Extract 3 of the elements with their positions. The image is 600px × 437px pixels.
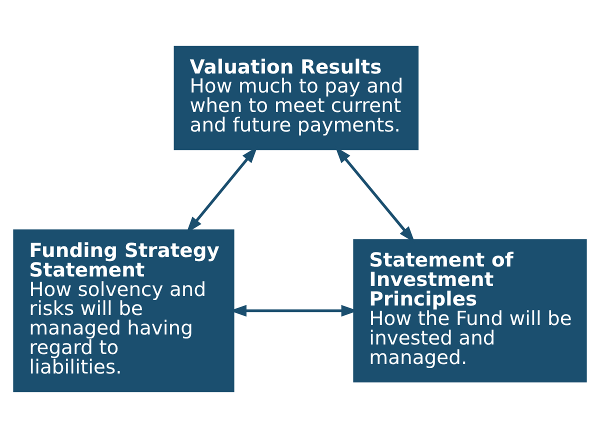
node-box: Statement of Investment Principles How the Fund will be invested and managed.: [353, 238, 587, 382]
node-box: Valuation Results How much to pay and when to meet current and future payments.: [174, 45, 419, 150]
node-box: Funding Strategy Statement How solvency and risks will be managed having regard to liabilities.: [13, 228, 234, 392]
